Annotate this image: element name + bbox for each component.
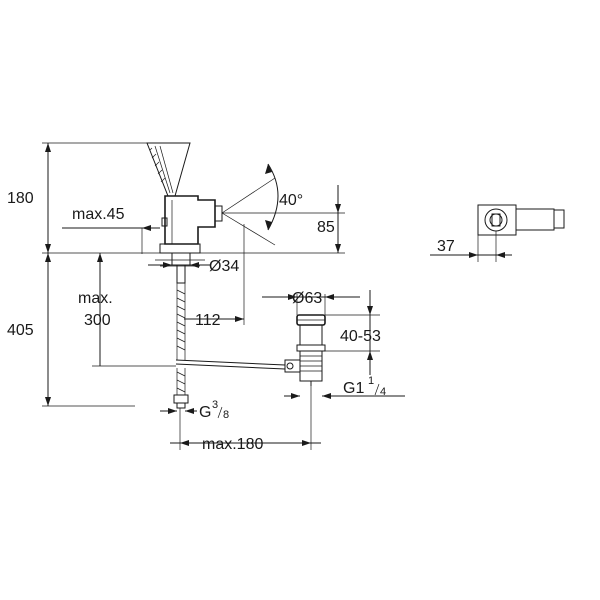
diameter63-label: Ø63 bbox=[292, 290, 322, 307]
side-view bbox=[477, 204, 565, 262]
g38-denominator: 8 bbox=[223, 409, 229, 421]
max45-dimension-lines bbox=[62, 225, 160, 254]
height-405-label: 405 bbox=[7, 322, 34, 339]
height85-dimension-lines bbox=[222, 185, 345, 253]
side37-label: 37 bbox=[437, 238, 455, 255]
angle-dimension-lines bbox=[221, 163, 279, 246]
diameter63-dimension-lines bbox=[262, 294, 360, 315]
range4053-label: 40-53 bbox=[340, 328, 381, 345]
height-180-label: 180 bbox=[7, 190, 34, 207]
g38-dimension-lines bbox=[160, 408, 197, 414]
max300-label: 300 bbox=[84, 312, 111, 329]
max-label: max. bbox=[78, 290, 113, 307]
max300-dimension-lines bbox=[92, 253, 176, 367]
max180-label: max.180 bbox=[202, 436, 263, 453]
side37-dimension-lines bbox=[430, 252, 512, 258]
diameter34-label: Ø34 bbox=[209, 258, 239, 275]
g114-dimension-lines bbox=[284, 393, 405, 399]
popup-waste bbox=[284, 314, 326, 386]
g114-numerator: 1 bbox=[368, 375, 374, 387]
max180-dimension-lines bbox=[170, 385, 321, 450]
range4053-dimension-lines bbox=[325, 290, 380, 375]
max45-label: max.45 bbox=[72, 206, 125, 223]
angle-label: 40° bbox=[279, 192, 303, 209]
g38-label: G bbox=[199, 404, 211, 421]
reach112-dimension-lines bbox=[184, 224, 245, 325]
height85-label: 85 bbox=[317, 219, 335, 236]
reach112-label: 112 bbox=[195, 312, 221, 329]
mixer-body bbox=[146, 142, 286, 409]
g114-label: G1 bbox=[343, 380, 364, 397]
g38-numerator: 3 bbox=[212, 399, 218, 411]
height-dimension-lines bbox=[42, 142, 345, 407]
diameter34-dimension-lines bbox=[148, 262, 210, 268]
g114-denominator: 4 bbox=[380, 386, 386, 398]
